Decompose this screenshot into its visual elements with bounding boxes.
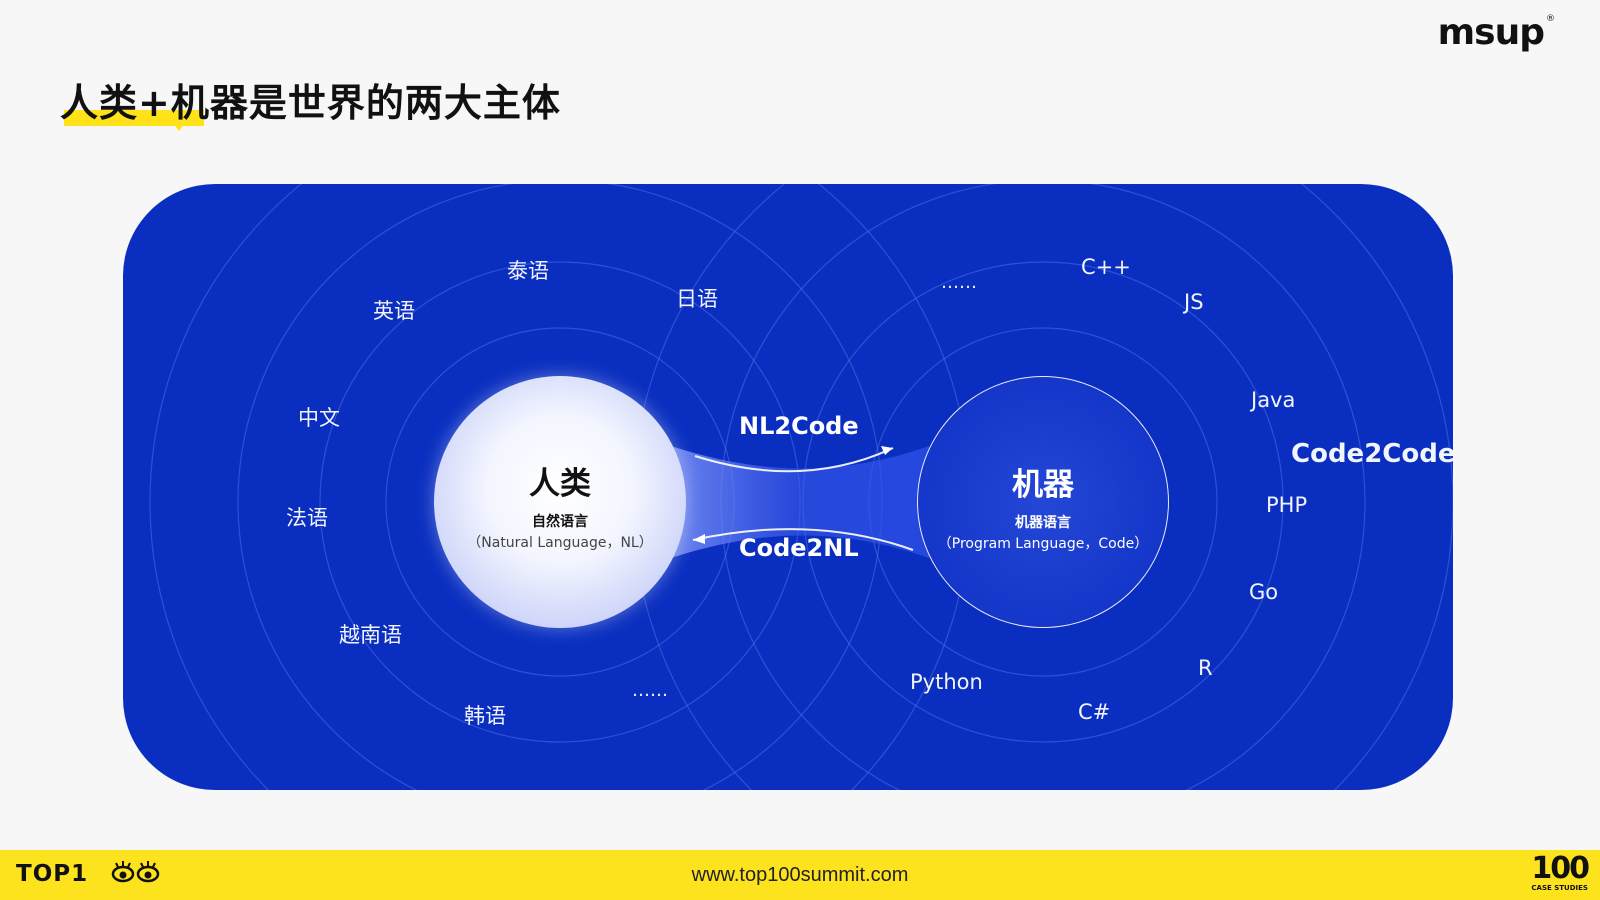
lang-vietnamese: 越南语 — [339, 623, 402, 647]
human-subtitle: 自然语言 — [532, 514, 588, 530]
top100-logo: TOP1 — [16, 861, 88, 887]
code2nl-label: Code2NL — [739, 534, 859, 562]
lang-english: 英语 — [373, 299, 415, 323]
eyes-icon — [111, 861, 160, 883]
lang-french: 法语 — [286, 506, 328, 530]
case-studies-badge: 100 CASE STUDIES — [1531, 851, 1590, 893]
site-url[interactable]: www.top100summit.com — [691, 864, 909, 886]
orbit-rings — [149, 184, 1453, 790]
page-title: 人类+机器是世界的两大主体 — [60, 81, 561, 125]
title-highlight-tail — [172, 122, 186, 131]
lang-ellipsis-program: …… — [941, 272, 977, 293]
human-description: （Natural Language，NL） — [467, 535, 653, 551]
lang-japanese: 日语 — [676, 287, 718, 311]
badge-text: CASE STUDIES — [1531, 884, 1588, 892]
lang-thai: 泰语 — [507, 259, 549, 283]
diagram-panel: 人类 自然语言 （Natural Language，NL） 机器 机器语言 （P… — [123, 184, 1453, 790]
lang-js: JS — [1184, 290, 1204, 314]
title-block: 人类+机器是世界的两大主体 — [60, 72, 561, 132]
top100-logo-text: TOP1 — [16, 861, 89, 887]
lang-csharp: C# — [1078, 700, 1111, 724]
lang-r: R — [1198, 656, 1213, 680]
footer-bar: TOP1 www.top100summit.com 100 CASE STUDI… — [0, 850, 1600, 900]
human-node: 人类 自然语言 （Natural Language，NL） — [434, 376, 686, 628]
msup-logo: msup ® — [1437, 12, 1555, 53]
lang-php: PHP — [1266, 493, 1308, 517]
machine-node: 机器 机器语言 （Program Language，Code） — [917, 376, 1169, 628]
lang-python: Python — [910, 670, 983, 694]
lang-korean: 韩语 — [464, 704, 506, 728]
nl2code-label: NL2Code — [739, 412, 859, 440]
lang-chinese: 中文 — [298, 406, 340, 430]
lang-go: Go — [1249, 580, 1279, 604]
badge-number: 100 — [1531, 851, 1590, 886]
machine-description: （Program Language，Code） — [937, 536, 1149, 552]
code2code-label: Code2Code — [1291, 439, 1453, 469]
title-highlight — [64, 110, 204, 126]
machine-subtitle: 机器语言 — [1015, 515, 1071, 531]
brand-name: msup — [1437, 12, 1545, 53]
human-title: 人类 — [529, 466, 591, 502]
lang-java: Java — [1251, 388, 1296, 412]
lang-cpp: C++ — [1081, 255, 1131, 279]
machine-title: 机器 — [1012, 467, 1074, 503]
registered-mark: ® — [1546, 14, 1555, 24]
lang-ellipsis-natural: …… — [632, 680, 668, 701]
